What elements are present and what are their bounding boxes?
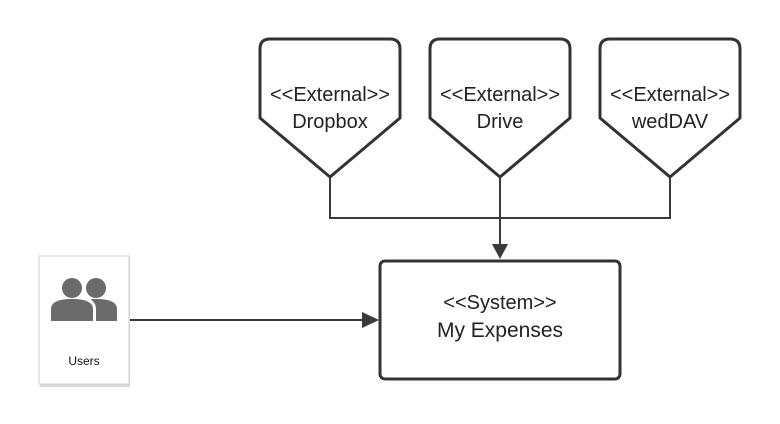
system-stereotype-label: <<System>> [443, 292, 556, 314]
arrowhead-to-system [492, 244, 508, 259]
system-shape [378, 259, 622, 381]
external-stereotype-label: <<External>> [610, 84, 730, 106]
external-shape [428, 37, 572, 179]
external-system-webdav[interactable]: <<External>> wedDAV [598, 37, 742, 179]
connector-dropbox [329, 178, 500, 219]
actor-label: Users [68, 354, 99, 368]
actor-users[interactable]: Users [38, 255, 130, 387]
system-box[interactable]: <<System>> My Expenses [378, 259, 622, 381]
external-name-label: wedDAV [631, 111, 709, 133]
system-name-label: My Expenses [437, 319, 563, 342]
external-shape [258, 37, 402, 179]
connector-webdav [500, 178, 671, 219]
external-system-drive[interactable]: <<External>> Drive [428, 37, 572, 179]
arrowhead-users-to-system [362, 312, 379, 328]
users-icon [48, 275, 117, 323]
external-name-label: Dropbox [292, 111, 368, 133]
external-system-dropbox[interactable]: <<External>> Dropbox [258, 37, 402, 179]
external-stereotype-label: <<External>> [270, 84, 390, 106]
connectors [129, 178, 671, 328]
external-shape [598, 37, 742, 179]
external-name-label: Drive [477, 111, 524, 133]
external-stereotype-label: <<External>> [440, 84, 560, 106]
